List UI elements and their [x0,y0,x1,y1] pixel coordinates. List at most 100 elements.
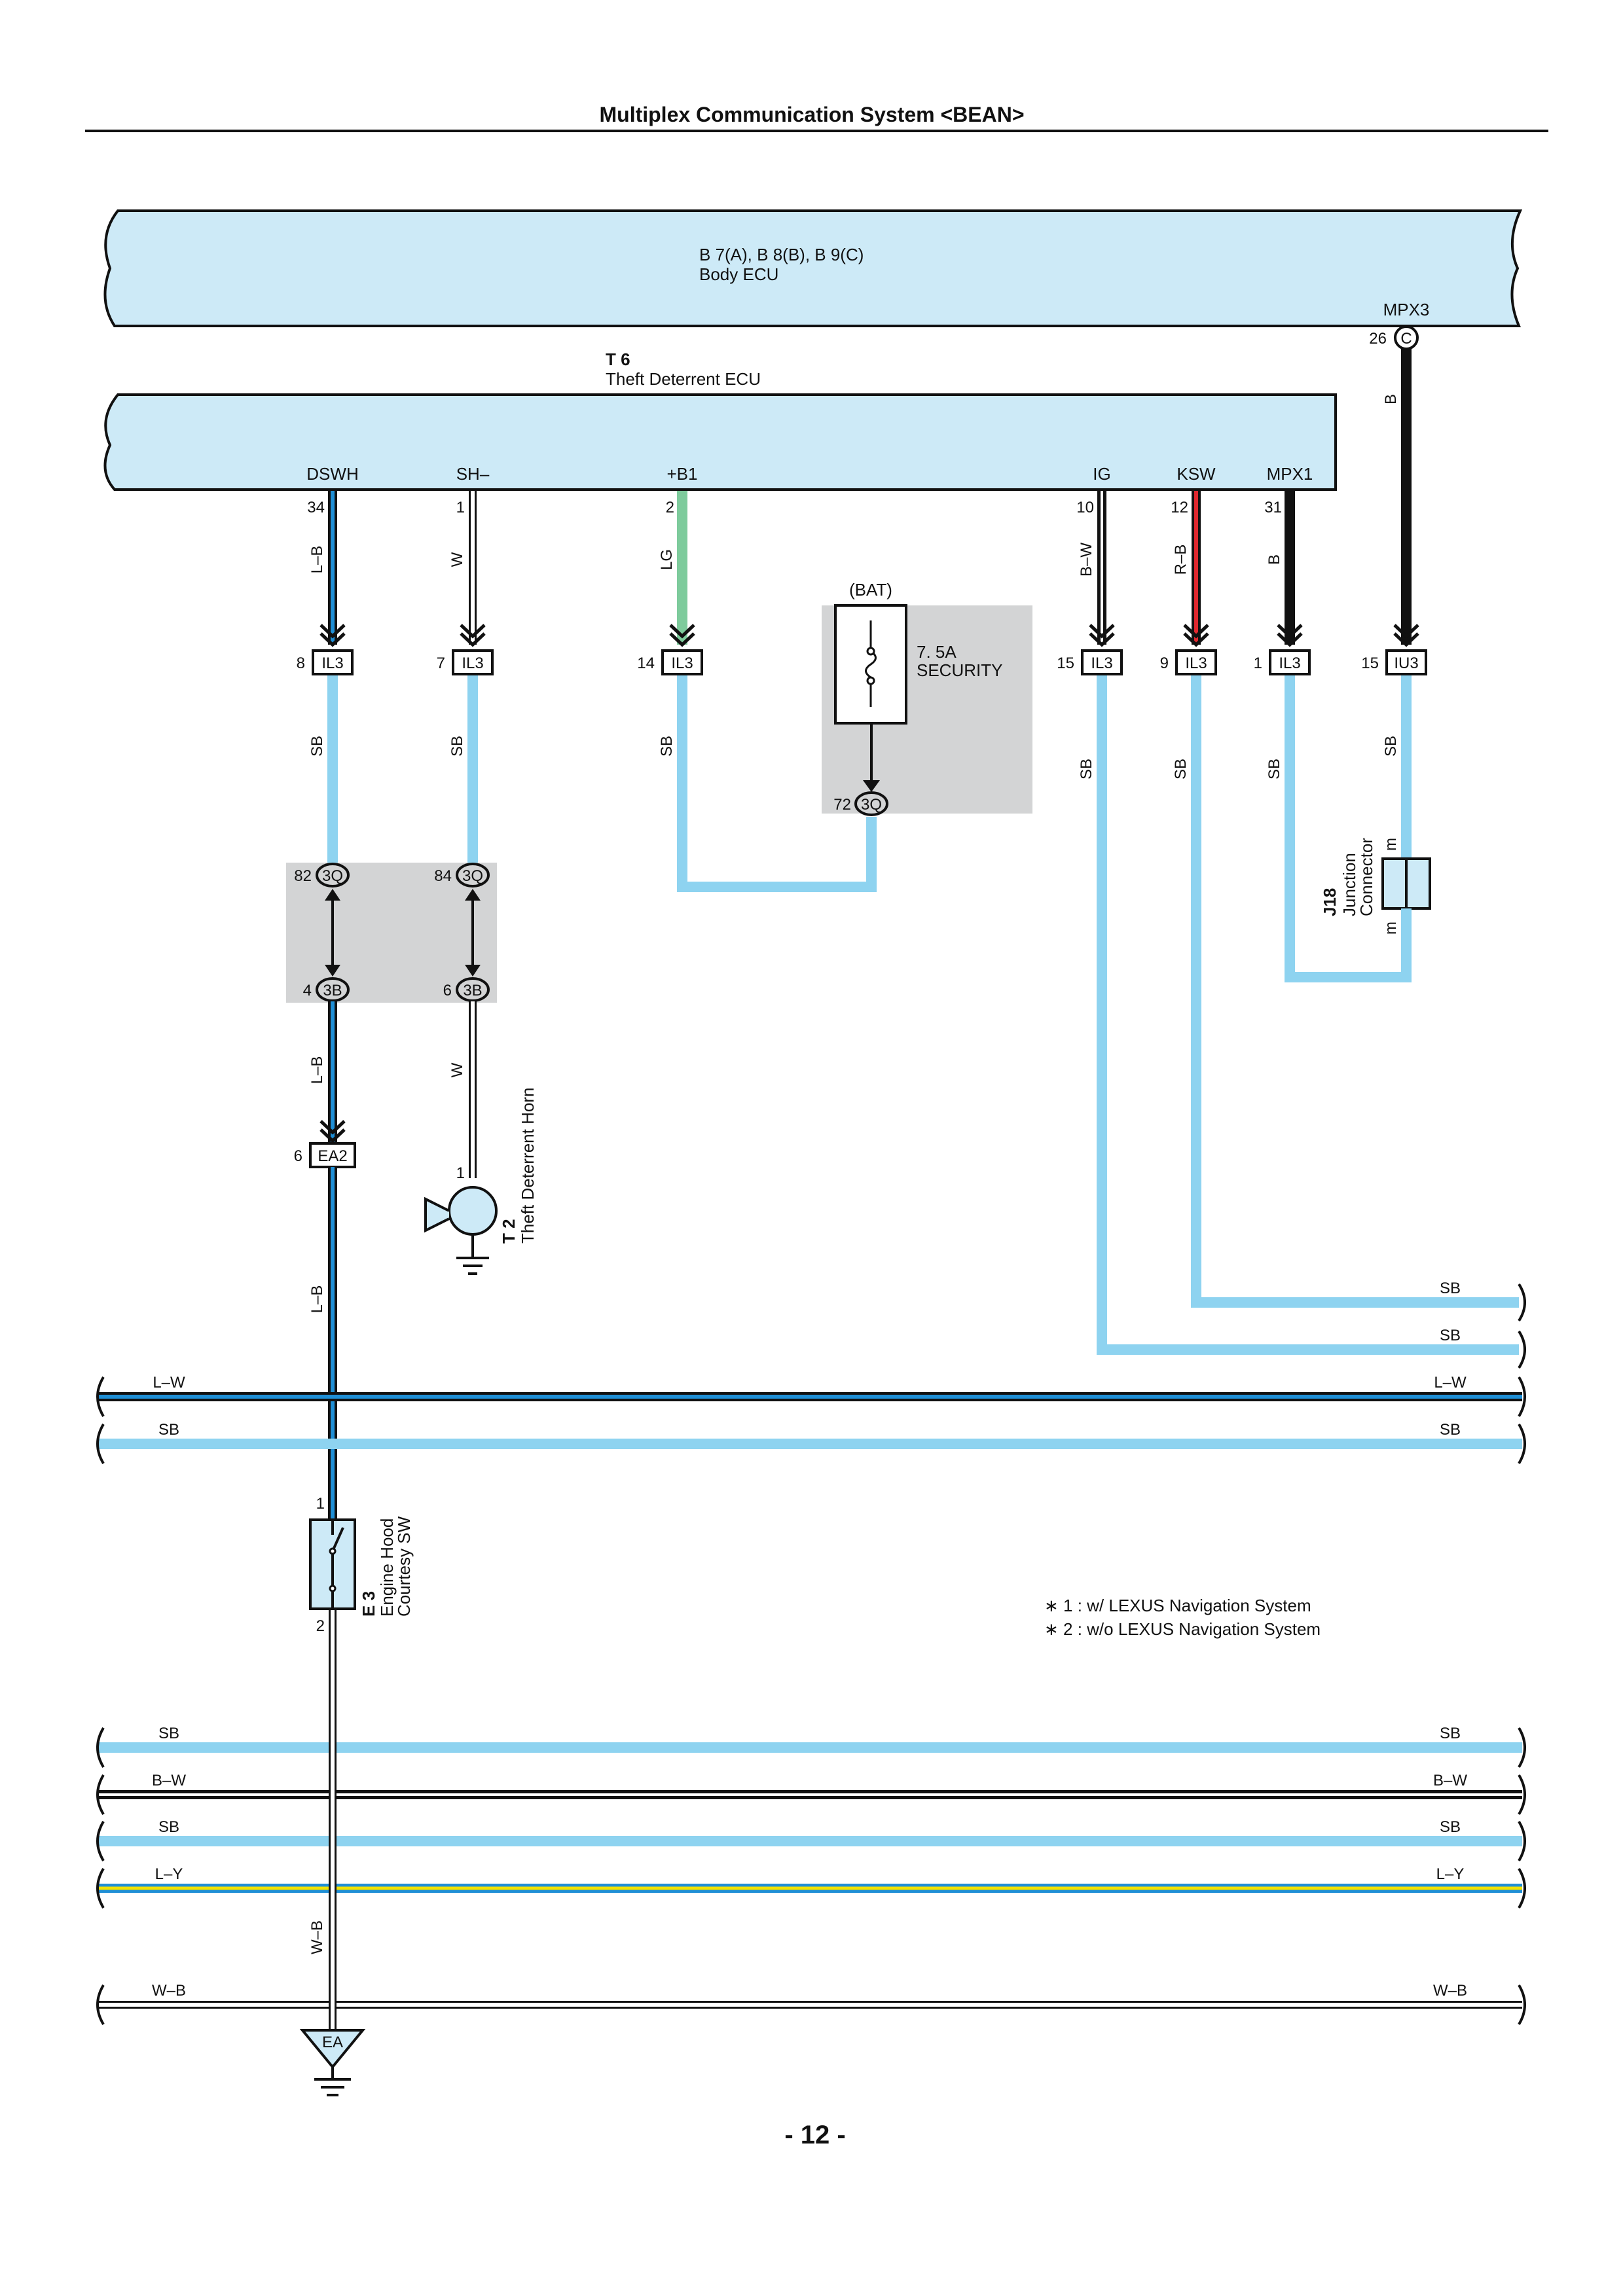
wire-3b-ea2-lb [319,1001,346,1143]
hood-name2: Courtesy SW [394,1516,414,1617]
hood-name1: Engine Hood [377,1518,397,1617]
block-conn-4: 3B [463,982,482,999]
block-pin-1: 82 [294,867,312,885]
sb-labels: SB SB SB SB SB SB SB [308,736,1400,780]
theft-ecu-id: T 6 [606,350,630,369]
ea2-label: EA2 [318,1147,347,1165]
sb-label-7: SB [1382,736,1400,757]
ksw-bus-label: SB [1440,1280,1461,1297]
bus1-right-sb: SB [1440,1421,1461,1439]
j18-id: J18 [1320,888,1340,916]
sb-label-2: SB [448,736,466,757]
note-1: ∗ 1 : w/ LEXUS Navigation System [1044,1596,1311,1615]
conn-label-5: IL3 [1185,655,1207,672]
page-number: - 12 - [784,2121,845,2149]
fuse-connector-3q [854,791,888,816]
body-ecu-name: Body ECU [699,264,778,284]
terminal-dswh: DSWH [306,464,358,484]
theft-ecu [103,393,1337,491]
conn-pin-1: 8 [297,655,305,672]
wire-label-hood-wb: W–B [308,1920,326,1954]
j18-name1: Junction [1340,853,1359,916]
hood-id: E 3 [359,1591,378,1617]
bus1-right-lw: L–W [1434,1374,1467,1391]
pin-ig: 10 [1076,499,1094,516]
conn-label-6: IL3 [1279,655,1300,672]
wire-label-dswh: L–B [308,546,326,574]
bus-group-1: L–W SB L–W SB SB SB [96,1280,1526,1465]
terminal-ig: IG [1093,464,1110,484]
conn-label-4: IL3 [1091,655,1112,672]
connector-il3-dswh [312,649,354,675]
wire-label-b1: LG [658,549,676,570]
block-conn-2: 3Q [462,867,483,885]
pin-ksw: 12 [1171,499,1188,516]
junction-block-3q-3b: 3Q 3Q 3B 3B 82 84 4 6 [286,863,497,1003]
conn-label-3: IL3 [671,655,693,672]
conn-pin-7: 15 [1361,655,1379,672]
fuse-conn-label: 3Q [861,796,882,814]
ea2-pin: 6 [294,1147,302,1165]
block-pin-4: 6 [443,982,452,999]
connector-il3-ksw [1175,649,1217,675]
bus-group-3: W–B W–B [96,1982,1526,2026]
sb-wires [327,674,1519,1355]
chevron-row [319,624,1419,647]
wire-label-ksw: R–B [1172,545,1190,575]
wire-label-sh: W [448,552,466,567]
sb-label-5: SB [1172,759,1190,780]
horn-id: T 2 [499,1219,519,1244]
pin-sh: 1 [456,499,465,516]
j18-pin-top: m [1382,838,1400,851]
bus2-left-1: SB [158,1725,179,1742]
j18-pin-bottom: m [1382,922,1400,935]
connector-iu3-mpx3 [1385,649,1427,675]
bus3-left: W–B [152,1982,186,2000]
bus3-right: W–B [1433,1982,1467,2000]
hood-pin2: 2 [316,1617,325,1635]
bus2-right-4: L–Y [1436,1865,1465,1883]
ground-ea: EA [299,2029,366,2096]
bus2-left-4: L–Y [155,1865,183,1883]
bus1-left-lw: L–W [153,1374,185,1391]
bus2-left-3: SB [158,1818,179,1836]
j18-name2: Connector [1357,838,1376,916]
sb-label-3: SB [658,736,676,757]
engine-hood-courtesy-sw: 1 2 E 3 Engine Hood Courtesy SW [309,1495,414,1635]
block-conn-3: 3B [323,982,342,999]
bus1-left-sb: SB [158,1421,179,1439]
wire-label-mpx3: B [1382,394,1400,404]
bus2-right-3: SB [1440,1818,1461,1836]
hood-pin1: 1 [316,1495,325,1513]
conn-pin-2: 7 [437,655,445,672]
fuse-security: (BAT) 7. 5A SECURITY 3Q 72 [822,580,1032,816]
connector-il3-sh [452,649,494,675]
wire-label-mpx1: B [1266,554,1283,565]
conn-pin-5: 9 [1160,655,1169,672]
bus-group-2: SB B–W SB L–Y SB B–W SB L–Y [96,1725,1526,1909]
conn-pin-6: 1 [1254,655,1262,672]
ground-label: EA [322,2034,343,2051]
conn-label-1: IL3 [321,655,343,672]
terminal-ksw: KSW [1176,464,1216,484]
fuse-source: (BAT) [849,580,892,600]
horn-pin: 1 [456,1164,465,1182]
bus2-left-2: B–W [152,1772,186,1789]
sb-label-4: SB [1078,759,1095,780]
block-pin-3: 4 [303,982,312,999]
wire-label-ea2-lb: L–B [308,1285,326,1314]
pin-mpx1: 31 [1264,499,1282,516]
mpx3-pin: 26 [1369,330,1387,348]
wire-label-3b-lb: L–B [308,1056,326,1085]
conn-label-2: IL3 [462,655,483,672]
sb-label-6: SB [1266,759,1283,780]
wire-label-horn-w: W [448,1062,466,1077]
connector-row: IL3 IL3 IL3 IL3 IL3 IL3 IU3 8 7 14 15 9 … [297,649,1427,675]
terminal-b1: +B1 [667,464,698,484]
connector-il3-ig [1081,649,1123,675]
theft-ecu-name: Theft Deterrent ECU [606,369,761,389]
j18-junction-connector: m m J18 Junction Connector [1320,838,1431,936]
fuse-pin: 72 [833,796,851,814]
mpx3-connector-letter: C [1400,330,1412,348]
fuse-name: SECURITY [917,660,1002,680]
